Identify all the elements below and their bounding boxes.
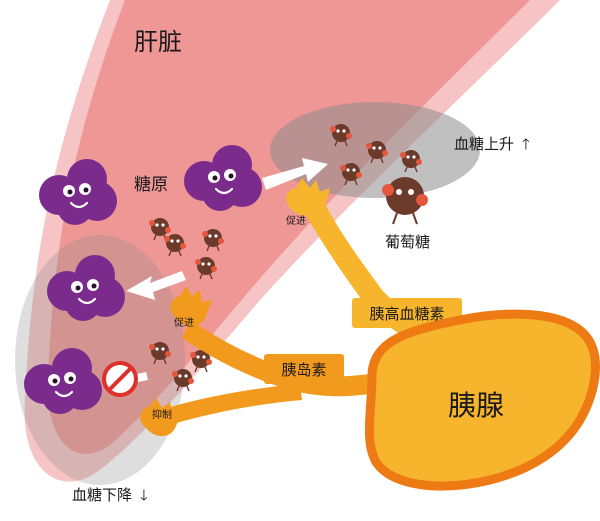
glucagon-label: 胰高血糖素: [369, 305, 444, 323]
glucagon-box: [352, 298, 462, 328]
inhibit-band: [160, 384, 302, 426]
no-sign-icon: [102, 361, 138, 397]
promote-top-label: 促进: [286, 214, 306, 227]
arrow-to-glycogen: [126, 271, 186, 300]
pancreas-label: 胰腺: [448, 389, 504, 422]
liver-label: 肝脏: [134, 28, 182, 56]
blood-sugar-up-label: 血糖上升: [454, 135, 514, 153]
glucose-big-icon: [382, 177, 428, 225]
pancreas-shape: [364, 309, 600, 491]
glucose-label: 葡萄糖: [385, 233, 430, 251]
hand-mid-icon: [170, 286, 212, 327]
inhibit-label: 抑制: [152, 408, 172, 421]
insulin-box: [264, 354, 344, 384]
glycogen-label: 糖原: [134, 175, 168, 195]
insulin-label: 胰岛素: [281, 361, 326, 379]
hand-top-icon: [286, 178, 330, 216]
up-arrow-icon: 🡑: [522, 135, 530, 153]
blood-sugar-down-label: 血糖下降: [72, 486, 132, 504]
promote-mid-label: 促进: [174, 316, 194, 329]
down-arrow-icon: 🡓: [140, 486, 148, 504]
hand-bottom-icon: [140, 398, 182, 437]
arrow-to-glucose: [262, 158, 328, 190]
